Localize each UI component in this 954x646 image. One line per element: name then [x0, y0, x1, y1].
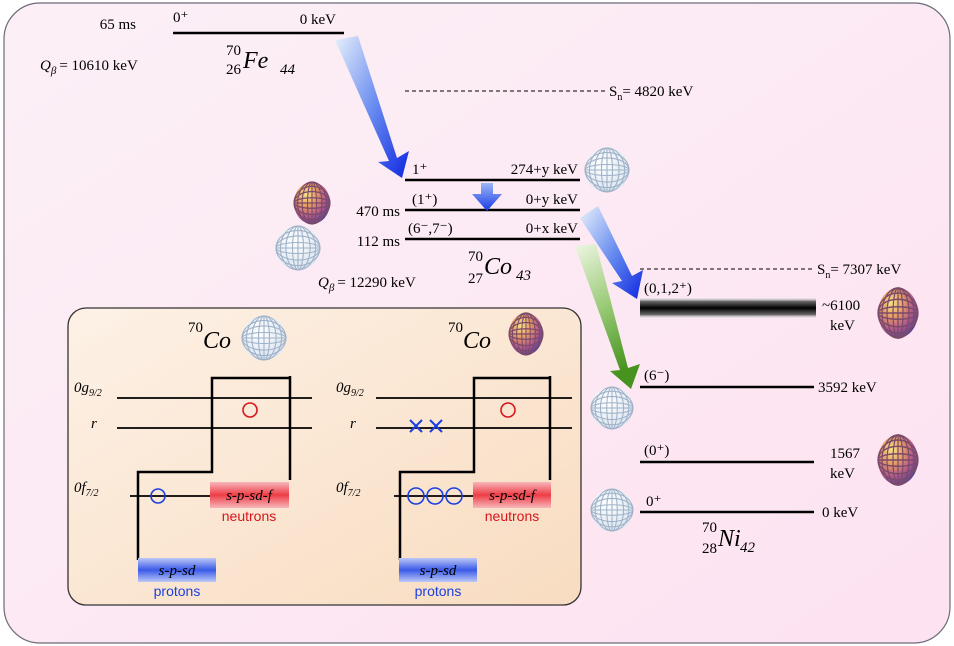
deformed-shape-icon	[509, 313, 543, 355]
inset-right-proton-space-outline	[398, 376, 550, 560]
inset-right-neutron-space-box	[473, 482, 551, 508]
ni-level-4-energy: 0 keV	[822, 505, 858, 521]
ni-level-3-unit: keV	[830, 466, 855, 482]
inset-right-proton-hole-2	[426, 487, 444, 505]
ni-level-1-unit: keV	[830, 318, 855, 334]
inset-left-f72-label: 0f7/2	[74, 480, 98, 499]
inset-left-proton-space-outline	[136, 376, 290, 560]
co-level-2-halflife: 470 ms	[356, 204, 400, 220]
inset-left-proton-hole	[150, 488, 166, 504]
shell-model-inset	[67, 307, 582, 606]
ni-level-3-energy: 1567	[830, 446, 861, 462]
deformed-shape-icon	[294, 182, 330, 224]
fe-halflife: 65 ms	[100, 17, 136, 33]
inset-left-neutron-space: s-p-sd-f	[226, 488, 274, 504]
inset-right-g92-label: 0g9/2	[336, 380, 364, 399]
spherical-shape-icon	[242, 316, 286, 360]
co-atomic-number: 27	[468, 271, 484, 287]
ni-symbol: Ni	[717, 526, 741, 552]
fe-qbeta: Qβ= 10610 keV	[40, 58, 138, 77]
co-mass-number: 70	[468, 249, 483, 265]
inset-left-neutron-hole	[242, 402, 258, 418]
inset-left-protons-label: protons	[154, 583, 201, 599]
spherical-shape-icon	[591, 489, 633, 531]
co70-block: 1⁺ 274+y keV (1⁺) 0+y keV 470 ms (6⁻,7⁻)…	[318, 162, 580, 294]
inset-left-symbol: Co	[203, 328, 231, 354]
inset-left-neutrons-label: neutrons	[222, 508, 276, 524]
ni-level-1-energy: ~6100	[822, 298, 860, 314]
inset-left-mass: 70	[188, 320, 203, 336]
inset-right-protons-label: protons	[415, 583, 462, 599]
inset-left-proton-space: s-p-sd	[159, 563, 196, 579]
spherical-shape-icon	[585, 148, 629, 192]
inset-right-mass: 70	[448, 320, 463, 336]
co-level-3-energy: 0+x keV	[526, 221, 578, 237]
sn-lower-label: Sn= 7307 keV	[817, 262, 901, 281]
beta-decay-arrow-fe-to-co	[335, 36, 409, 178]
fe-spin: 0⁺	[173, 10, 188, 26]
spherical-shape-icon	[276, 226, 320, 270]
ni-quasicontinuum-band	[640, 297, 816, 319]
inset-right-symbol: Co	[463, 328, 491, 354]
neutron-separation-lower: Sn= 7307 keV	[640, 262, 901, 281]
co-level-2-spin: (1⁺)	[412, 192, 437, 208]
co-qbeta: Qβ= 12290 keV	[318, 275, 416, 294]
inset-left-proton-space-box	[138, 558, 216, 582]
inset-right-neutron-space: s-p-sd-f	[489, 488, 537, 504]
beta-decay-arrow-isomer-to-ni	[580, 206, 643, 299]
inset-right-r-label: r	[350, 416, 356, 432]
ni-atomic-number: 28	[702, 541, 717, 557]
inset-right-neutron-hole	[500, 402, 516, 418]
inset-left-neutron-space-box	[210, 482, 289, 508]
inset-left-panel: 70 Co 0g9/2 r 0f7/2 s-p-sd-f neutrons s-…	[74, 320, 312, 599]
ni-level-2-spin: (6⁻)	[644, 368, 669, 384]
fe-neutron-number: 44	[280, 62, 296, 78]
ni-level-3-spin: (0⁺)	[644, 443, 669, 459]
inset-right-proton-excitations	[409, 419, 443, 433]
ni-mass-number: 70	[702, 520, 717, 536]
beta-decay-arrow-ground-to-ni	[575, 244, 640, 389]
ni-level-4-spin: 0⁺	[646, 494, 661, 510]
co-level-1-energy: 274+y keV	[511, 162, 578, 178]
fe-symbol: Fe	[242, 48, 269, 74]
neutron-separation-upper: Sn= 4820 keV	[405, 84, 693, 103]
inset-right-proton-space: s-p-sd	[420, 563, 457, 579]
inset-right-proton-hole-1	[407, 487, 425, 505]
deformed-shape-icon	[878, 288, 918, 338]
co-level-3-spin: (6⁻,7⁻)	[408, 221, 453, 237]
spherical-shape-icon	[591, 387, 633, 429]
inset-left-r-label: r	[91, 416, 97, 432]
ni-level-2-energy: 3592 keV	[818, 380, 877, 396]
fe-mass-number: 70	[226, 43, 241, 59]
inset-right-proton-hole-3	[445, 487, 463, 505]
ni-level-1-spin: (0,1,2⁺)	[644, 281, 692, 297]
inset-right-neutrons-label: neutrons	[485, 508, 539, 524]
co-symbol: Co	[484, 254, 512, 280]
co-level-3-halflife: 112 ms	[357, 234, 400, 250]
isomeric-transition-arrow	[472, 183, 502, 211]
inset-right-f72-label: 0f7/2	[336, 480, 360, 499]
co-level-1-spin: 1⁺	[412, 162, 427, 178]
ni70-block: (0,1,2⁺) ~6100 keV (6⁻) 3592 keV (0⁺) 15…	[640, 281, 877, 557]
inset-left-g92-label: 0g9/2	[74, 380, 102, 399]
co-level-2-energy: 0+y keV	[526, 192, 578, 208]
co-neutron-number: 43	[516, 268, 531, 284]
ni-neutron-number: 42	[740, 540, 756, 556]
fe-atomic-number: 26	[226, 62, 242, 78]
inset-right-panel: 70 Co 0g9/2 r 0f7/2 s-p-sd-f neutrons s-…	[336, 320, 572, 599]
deformed-shape-icon	[878, 435, 918, 485]
sn-upper-label: Sn= 4820 keV	[609, 84, 693, 103]
fe-energy: 0 keV	[300, 12, 336, 28]
fe70-block: 65 ms 0⁺ 0 keV Qβ= 10610 keV 70 26 Fe 44	[40, 10, 344, 78]
inset-right-proton-space-box	[399, 558, 477, 582]
